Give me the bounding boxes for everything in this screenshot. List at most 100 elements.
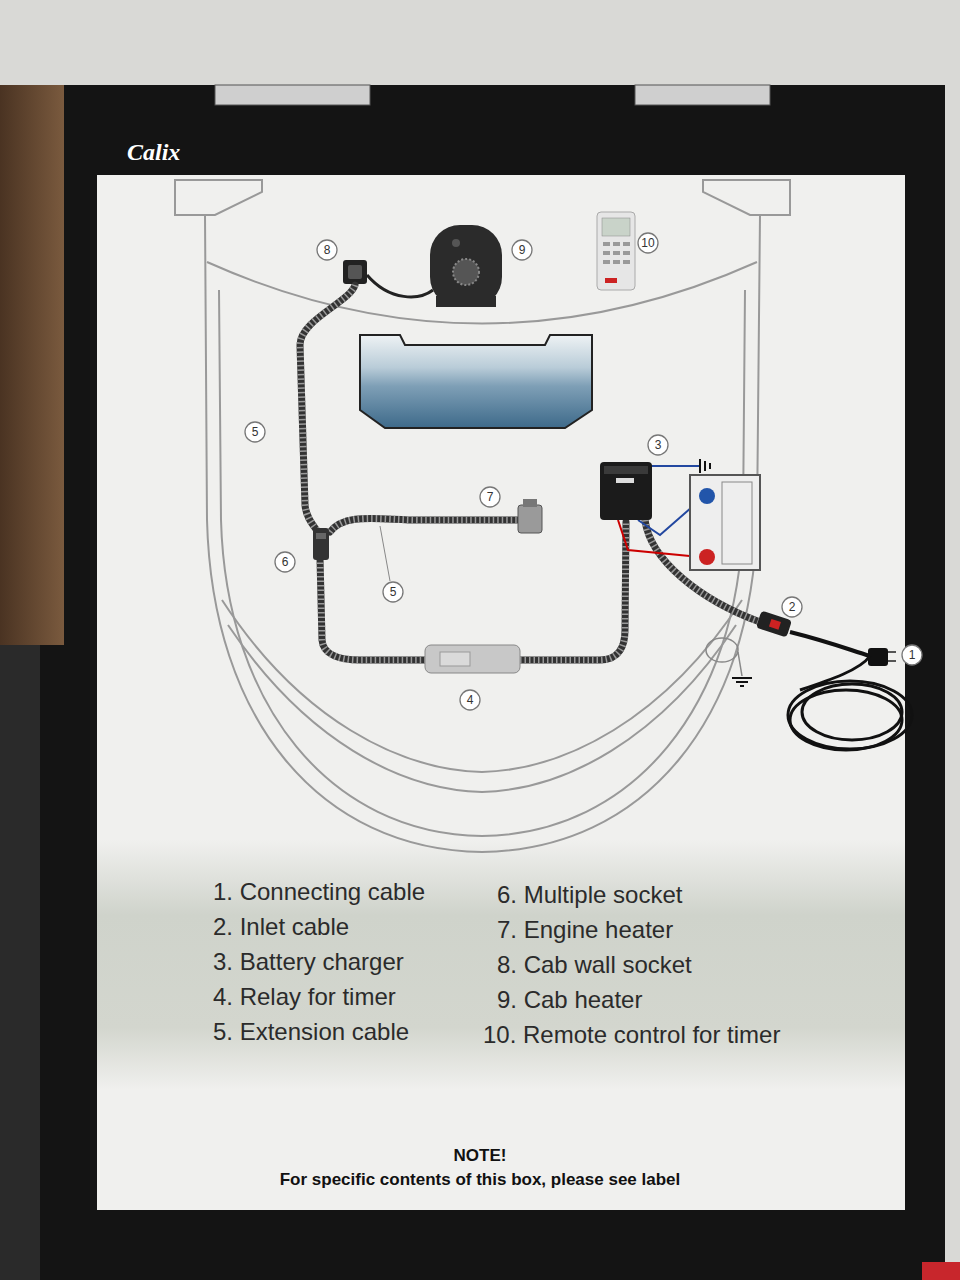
- remote-control: [613, 242, 620, 246]
- car-outline: [205, 215, 760, 852]
- remote-control: [613, 260, 620, 264]
- battery: [699, 549, 715, 565]
- battery: [690, 475, 760, 570]
- remote-control: [605, 278, 617, 283]
- callout-outline: [902, 645, 922, 665]
- cab-heater: [452, 239, 460, 247]
- inlet-and-connecting-cable: [706, 610, 912, 750]
- engine-block: [360, 335, 592, 428]
- remote-control: [603, 251, 610, 255]
- box-frame: [0, 645, 40, 1280]
- battery-charger: [616, 478, 634, 483]
- callout-circle: 4: [459, 689, 481, 711]
- corrugated-cables: [300, 285, 355, 532]
- battery-charger: [618, 520, 700, 557]
- corrugated-cables: [320, 558, 425, 660]
- callout-number: 4: [467, 694, 474, 706]
- corrugated-cables: [520, 522, 626, 660]
- cab-wall-socket: [367, 275, 433, 297]
- battery: [699, 488, 715, 504]
- part-list-item: 1. Connecting cable: [213, 878, 425, 907]
- box-frame: [922, 1262, 960, 1280]
- cab-heater: [436, 296, 496, 307]
- remote-control: [597, 212, 635, 290]
- part-list-item: 9. Cab heater: [497, 986, 642, 1015]
- remote-control: [603, 242, 610, 246]
- inlet-and-connecting-cable: [788, 681, 912, 749]
- battery-charger: [650, 465, 700, 467]
- callout-number: 6: [282, 556, 289, 568]
- callout-outline: [383, 582, 403, 602]
- callout-outline: [460, 690, 480, 710]
- corrugated-cables: [330, 518, 518, 532]
- box-frame: [635, 85, 770, 105]
- callout-circle: 5: [244, 421, 266, 443]
- panel: [97, 175, 905, 1210]
- remote-control: [602, 218, 630, 236]
- callout-outline: [638, 233, 658, 253]
- cab-heater: [430, 225, 502, 307]
- battery: [722, 482, 752, 564]
- callout-circle: 10: [637, 232, 659, 254]
- callout-number: 5: [252, 426, 259, 438]
- callout-outline: [245, 422, 265, 442]
- callout-circle: 3: [647, 434, 669, 456]
- part-list-item: 8. Cab wall socket: [497, 951, 692, 980]
- panel: [97, 840, 905, 1090]
- corrugated-cables: [300, 285, 355, 532]
- car-outline: [703, 180, 790, 215]
- inlet-and-connecting-cable: [790, 632, 870, 656]
- callout-number: 2: [789, 601, 796, 613]
- corrugated-cables: [300, 285, 760, 660]
- box-frame: [40, 85, 945, 1280]
- callout-outline: [275, 552, 295, 572]
- inlet-and-connecting-cable: [706, 638, 738, 662]
- callout-circle: 8: [316, 239, 338, 261]
- box-frame: [0, 85, 64, 645]
- car-outline: [175, 180, 262, 215]
- engine-heater: [518, 499, 542, 533]
- leader-line: [380, 526, 390, 581]
- remote-control: [597, 212, 635, 290]
- corrugated-cables: [320, 558, 425, 660]
- part-list-item: 2. Inlet cable: [213, 913, 349, 942]
- timer-relay: [440, 652, 470, 666]
- callout-circle: 1: [901, 644, 923, 666]
- part-list-item: 4. Relay for timer: [213, 983, 396, 1012]
- callout-outline: [317, 240, 337, 260]
- callout-number: 3: [655, 439, 662, 451]
- car-outline: [222, 600, 742, 772]
- callout-number: 10: [641, 237, 654, 249]
- corrugated-cables: [520, 522, 626, 660]
- brand-logo: Calix: [127, 138, 180, 167]
- multiple-socket: [316, 533, 326, 539]
- cab-wall-socket: [343, 260, 367, 284]
- callout-number: 1: [909, 649, 916, 661]
- engine-block: [360, 335, 592, 428]
- callout-number: 5: [390, 586, 397, 598]
- remote-control: [603, 260, 610, 264]
- inlet-and-connecting-cable: [732, 678, 752, 686]
- timer-relay: [425, 645, 520, 673]
- cab-wall-socket: [348, 265, 362, 279]
- cab-heater: [430, 225, 502, 307]
- note-heading: NOTE!: [454, 1146, 507, 1166]
- callout-circle: 7: [479, 486, 501, 508]
- remote-control: [623, 251, 630, 255]
- part-list-item: 6. Multiple socket: [497, 881, 682, 910]
- callout-circle: 6: [274, 551, 296, 573]
- inlet-and-connecting-cable: [769, 619, 781, 630]
- multiple-socket: [313, 528, 329, 560]
- leader-line: [380, 526, 390, 581]
- cab-heater: [453, 259, 479, 285]
- battery: [690, 475, 760, 570]
- remote-control: [623, 242, 630, 246]
- panel: [97, 175, 905, 1210]
- callout-outline: [480, 487, 500, 507]
- callout-outline: [512, 240, 532, 260]
- remote-control: [623, 260, 630, 264]
- callout-circle: 2: [781, 596, 803, 618]
